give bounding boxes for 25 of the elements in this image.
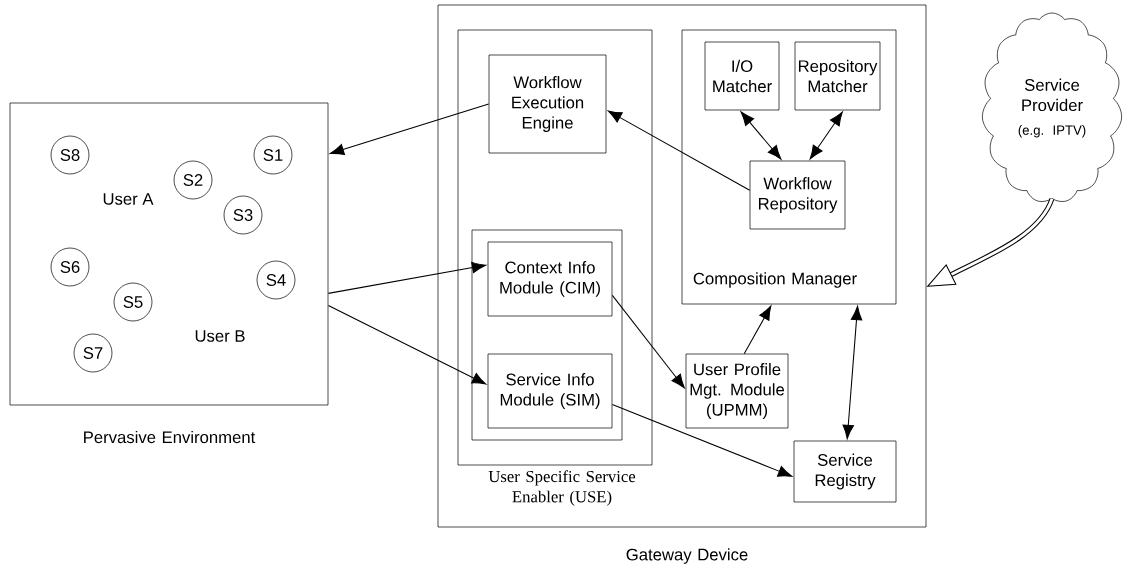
- process-box: I/O Matcher: [704, 41, 780, 111]
- arrow: [743, 305, 772, 355]
- process-box: Workflow Repository: [749, 160, 846, 230]
- box-title: Pervasive Environment: [84, 430, 256, 444]
- arrow: [327, 304, 487, 385]
- user-label: User A: [103, 193, 154, 205]
- box-title: Composition Manager: [693, 272, 857, 288]
- box-title: Gateway Device: [626, 548, 748, 564]
- arrow: [842, 305, 863, 440]
- process-box: Service Registry: [793, 440, 897, 503]
- process-box: Workflow Execution Engine: [488, 54, 607, 154]
- process-box: Context Info Module (CIM): [487, 241, 613, 317]
- process-box: Service Info Module (SIM): [487, 353, 613, 429]
- arrow: [611, 294, 685, 389]
- process-box: Repository Matcher: [794, 41, 881, 111]
- container-box: [471, 229, 623, 441]
- arrow: [740, 111, 782, 160]
- arrow: [611, 403, 793, 477]
- process-box: User Profile Mgt. Module (UPMM): [685, 353, 789, 429]
- arrow: [327, 261, 487, 294]
- arrow: [809, 111, 843, 160]
- box-title: User Specific Service Enabler (USE): [488, 470, 636, 506]
- user-label: User B: [195, 330, 245, 342]
- arrow: [329, 103, 490, 156]
- arrow: [607, 110, 751, 191]
